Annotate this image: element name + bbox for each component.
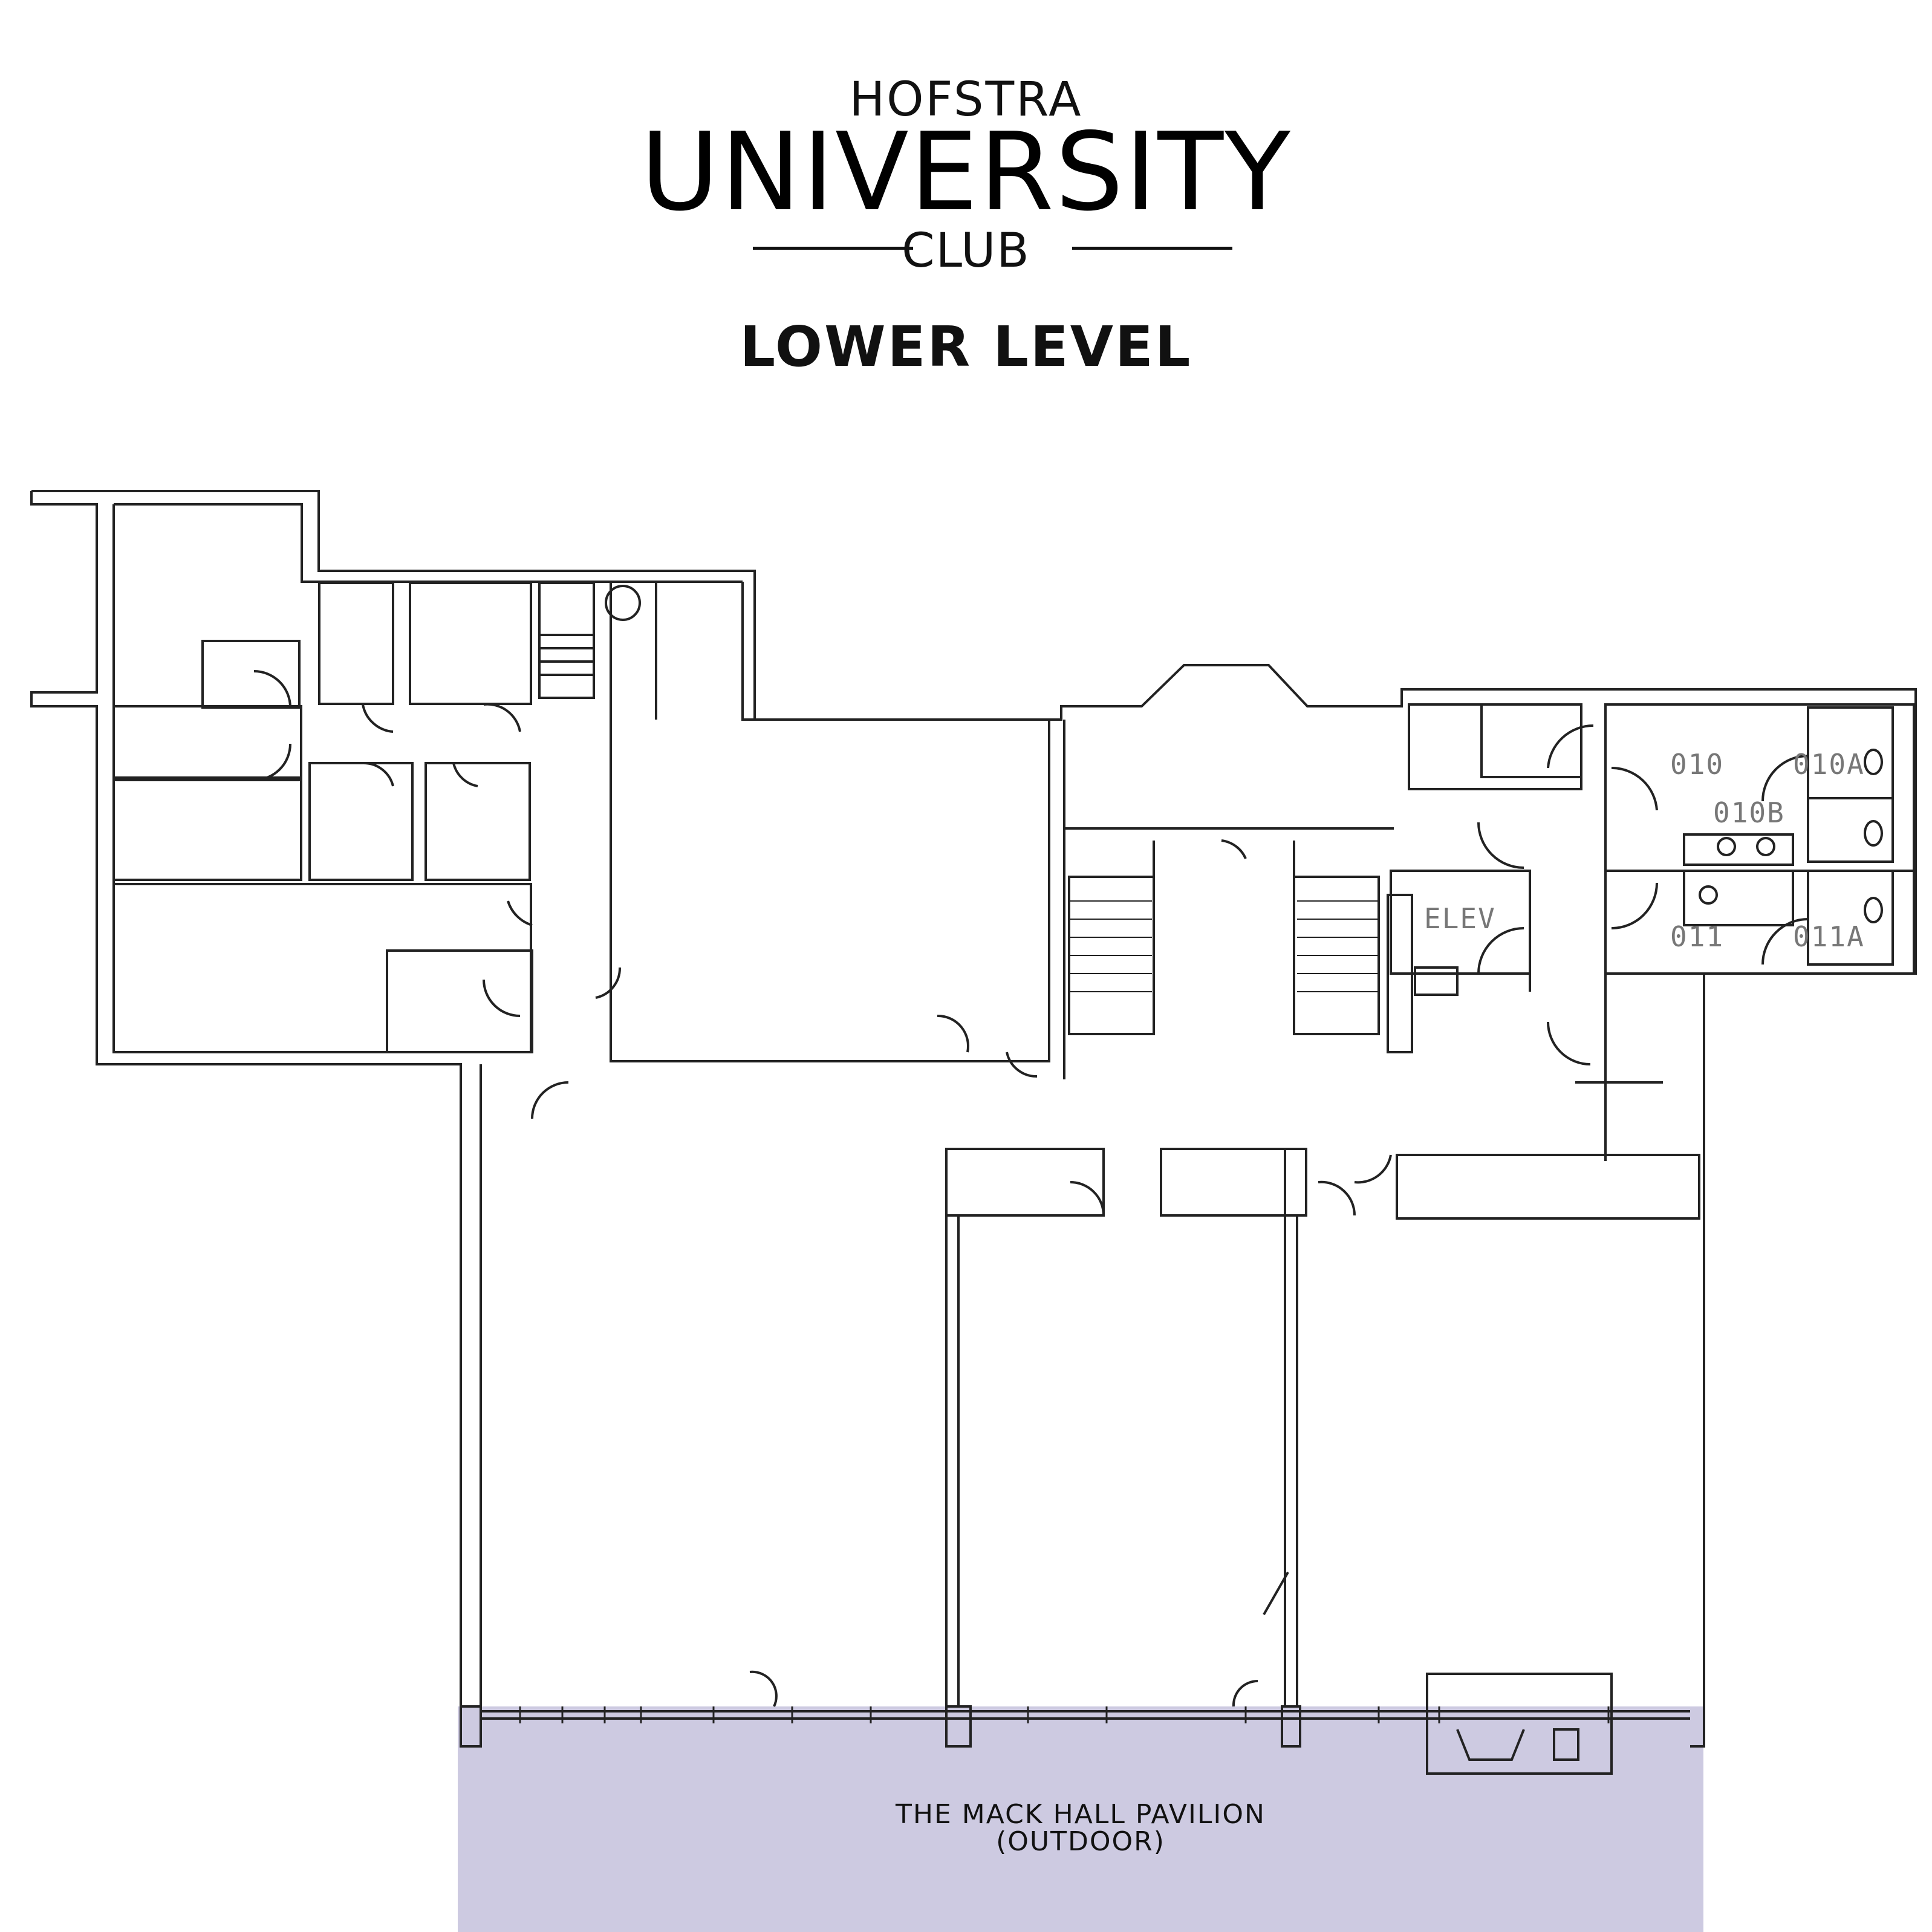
room-010b-label: 010B (1713, 796, 1785, 829)
room-011-label: 011 (1670, 920, 1724, 953)
pavilion-title: THE MACK HALL PAVILION (896, 1799, 1266, 1830)
walls (30, 490, 1917, 1775)
elevator-label: ELEV (1424, 902, 1496, 935)
level-title: LOWER LEVEL (740, 314, 1192, 379)
pavilion-subtitle: (OUTDOOR) (996, 1826, 1165, 1857)
logo-club-row: CLUB (0, 224, 1932, 284)
room-010a-label: 010A (1793, 748, 1865, 781)
room-011a-label: 011A (1793, 920, 1865, 953)
logo-university-text: UNIVERSITY (640, 109, 1292, 235)
logo-divider-left (753, 247, 913, 250)
pavilion-area[interactable] (458, 1706, 1703, 1932)
logo-club-text: CLUB (902, 224, 1030, 278)
logo-hofstra-text: HOFSTRA (849, 73, 1083, 127)
header: HOFSTRA UNIVERSITY CLUB LOWER LEVEL (0, 0, 1932, 423)
room-010-label: 010 (1670, 748, 1724, 781)
logo-divider-right (1072, 247, 1232, 250)
